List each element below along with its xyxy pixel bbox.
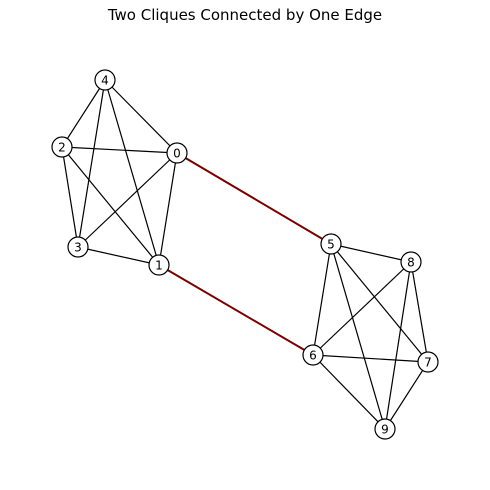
edge-1-2: [61, 146, 160, 266]
node-label: 8: [407, 256, 415, 270]
node-circle: [166, 142, 188, 164]
node-circle: [51, 136, 73, 158]
edge-2-4: [61, 79, 106, 148]
edge-5-9: [330, 243, 386, 430]
edge-6-8: [312, 261, 412, 356]
node-2: 2: [51, 136, 73, 158]
edge-6-7: [312, 354, 429, 363]
edge-1-4: [104, 79, 160, 266]
edge-8-9: [384, 261, 412, 430]
node-label: 9: [381, 423, 389, 437]
edge-3-4: [77, 79, 106, 248]
edge-0-2: [61, 146, 178, 154]
node-circle: [417, 351, 439, 373]
edge-7-8: [410, 261, 429, 363]
bridge-edge-0-5: [176, 152, 332, 245]
node-label: 3: [74, 241, 82, 255]
node-circle: [320, 233, 342, 255]
node-7: 7: [417, 351, 439, 373]
edge-5-7: [330, 243, 429, 363]
edge-0-4: [104, 79, 178, 154]
node-circle: [148, 254, 170, 276]
edge-7-9: [384, 361, 429, 430]
node-label: 1: [155, 259, 163, 273]
edge-0-3: [77, 152, 178, 248]
node-circle: [302, 344, 324, 366]
edge-5-6: [312, 243, 332, 356]
node-8: 8: [400, 251, 422, 273]
edge-2-3: [61, 146, 79, 248]
node-circle: [400, 251, 422, 273]
node-0: 0: [166, 142, 188, 164]
node-label: 2: [58, 141, 66, 155]
node-6: 6: [302, 344, 324, 366]
node-1: 1: [148, 254, 170, 276]
edge-6-9: [312, 354, 386, 430]
edge-0-1: [158, 152, 178, 266]
node-circle: [374, 418, 396, 440]
node-circle: [67, 236, 89, 258]
node-label: 0: [173, 147, 181, 161]
node-label: 6: [309, 349, 317, 363]
nodes-layer: 0 1 2 3 4 5 6 7 8 9: [51, 69, 439, 440]
graph-title: Two Cliques Connected by One Edge: [107, 6, 383, 24]
node-label: 4: [101, 74, 109, 88]
node-circle: [94, 69, 116, 91]
node-label: 5: [327, 238, 335, 252]
node-9: 9: [374, 418, 396, 440]
edge-5-8: [330, 243, 412, 263]
bridge-edge-1-6: [158, 264, 314, 356]
node-5: 5: [320, 233, 342, 255]
node-label: 7: [424, 356, 432, 370]
edges-layer: [61, 79, 429, 430]
edge-1-3: [77, 246, 160, 266]
node-3: 3: [67, 236, 89, 258]
node-4: 4: [94, 69, 116, 91]
